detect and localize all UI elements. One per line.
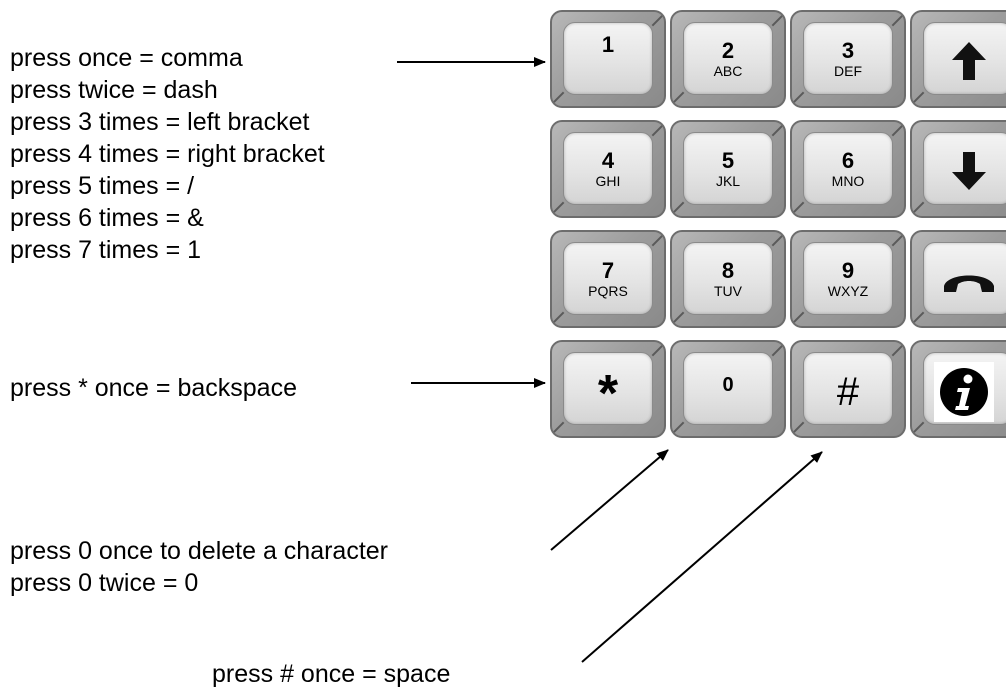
key-digit: 5 — [721, 148, 735, 173]
key-1-notes: press once = comma press twice = dash pr… — [10, 42, 325, 266]
key-2[interactable]: 2 ABC — [670, 10, 786, 108]
note-line: press 0 twice = 0 — [10, 569, 199, 597]
note-line: press once = comma — [10, 44, 243, 72]
key-5[interactable]: 5 JKL — [670, 120, 786, 218]
key-digit: 8 — [721, 258, 735, 283]
key-digit: 9 — [841, 258, 855, 283]
key-letters: ABC — [713, 63, 743, 79]
note-line: press 5 times = / — [10, 172, 195, 200]
key-letters: PQRS — [588, 283, 628, 299]
phone-handset-icon — [944, 275, 994, 292]
key-digit: 0 — [722, 374, 734, 396]
key-digit: 4 — [601, 148, 615, 173]
note-line: press 6 times = & — [10, 204, 204, 232]
key-symbol: # — [836, 370, 860, 414]
key-hash[interactable]: # — [790, 340, 906, 438]
note-line: press 0 once to delete a character — [10, 537, 389, 565]
key-3[interactable]: 3 DEF — [790, 10, 906, 108]
key-digit: 6 — [841, 148, 855, 173]
key-digit: 3 — [841, 38, 855, 63]
key-letters: TUV — [714, 283, 742, 299]
key-7[interactable]: 7 PQRS — [550, 230, 666, 328]
key-8[interactable]: 8 TUV — [670, 230, 786, 328]
key-1[interactable]: 1 — [550, 10, 666, 108]
key-hangup[interactable] — [910, 230, 1006, 328]
key-letters: JKL — [715, 173, 741, 189]
key-up[interactable] — [910, 10, 1006, 108]
key-letters: MNO — [831, 173, 865, 189]
key-info[interactable] — [910, 340, 1006, 438]
key-9[interactable]: 9 WXYZ — [790, 230, 906, 328]
arrow-to-key-0 — [550, 449, 669, 551]
up-arrow-icon — [952, 42, 986, 80]
key-letters: WXYZ — [827, 283, 869, 299]
key-4[interactable]: 4 GHI — [550, 120, 666, 218]
hash-note: press # once = space — [212, 660, 451, 688]
key-letters: DEF — [834, 63, 862, 79]
note-line: press 4 times = right bracket — [10, 140, 325, 168]
info-icon — [934, 362, 994, 422]
key-symbol: * — [597, 365, 619, 423]
arrow-to-key-hash — [581, 451, 823, 663]
key-digit: 1 — [601, 32, 615, 57]
key-down[interactable] — [910, 120, 1006, 218]
key-digit: 7 — [601, 258, 615, 283]
note-line: press 3 times = left bracket — [10, 108, 310, 136]
zero-notes: press 0 once to delete a character press… — [10, 535, 388, 599]
key-star[interactable]: * — [550, 340, 666, 438]
note-line: press 7 times = 1 — [10, 236, 202, 264]
note-line: press twice = dash — [10, 76, 218, 104]
key-letters: GHI — [595, 173, 621, 189]
key-0[interactable]: 0 — [670, 340, 786, 438]
down-arrow-icon — [952, 152, 986, 190]
key-digit: 2 — [721, 38, 735, 63]
star-note: press * once = backspace — [10, 374, 297, 402]
key-6[interactable]: 6 MNO — [790, 120, 906, 218]
